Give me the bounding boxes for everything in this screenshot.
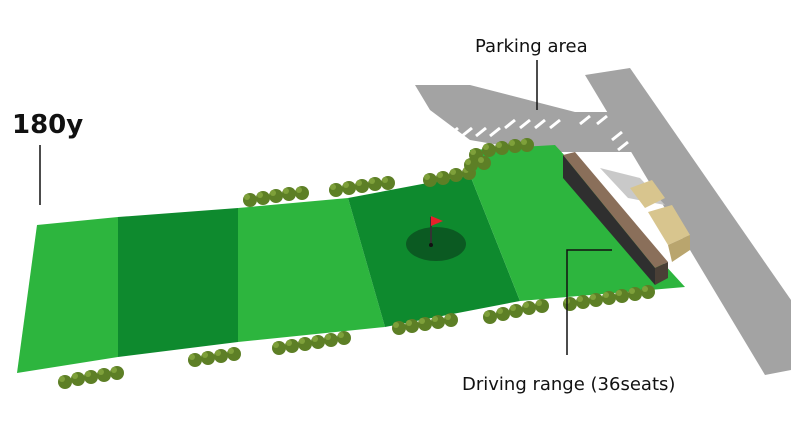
driving-range-building <box>563 152 690 285</box>
fairway <box>17 145 685 373</box>
road <box>415 68 791 375</box>
parking-area-label: Parking area <box>475 36 588 57</box>
distance-label: 180y <box>12 110 83 140</box>
driving-range-label: Driving range (36seats) <box>462 374 675 395</box>
flag-icon <box>429 216 443 247</box>
putting-green <box>406 227 466 261</box>
leader-lines <box>39 60 612 355</box>
